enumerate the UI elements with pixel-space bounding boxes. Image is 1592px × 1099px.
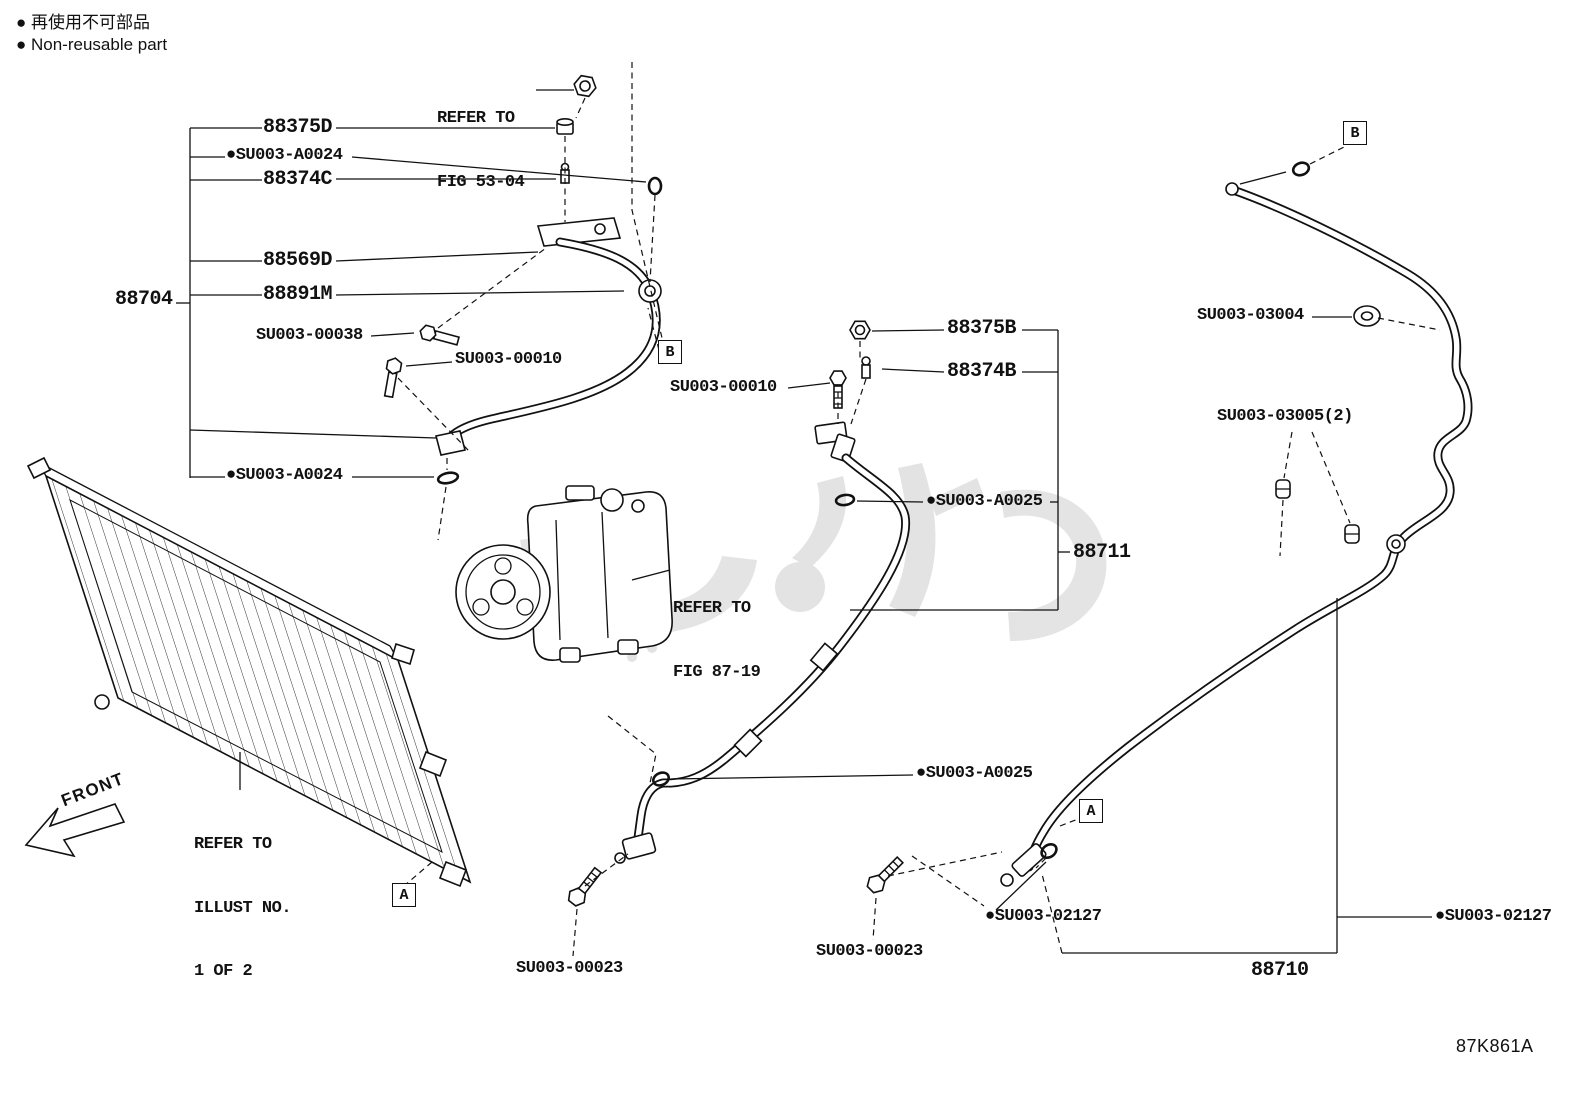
- fasteners: [383, 74, 1311, 907]
- label-88711: 88711: [1073, 541, 1131, 564]
- connector-box-A-1: A: [392, 883, 416, 907]
- label-88710: 88710: [1251, 959, 1309, 982]
- connector-box-A-2: A: [1079, 799, 1103, 823]
- discharge-hose-assembly: [614, 421, 911, 864]
- note-jp: ● 再使用不可部品: [16, 13, 150, 32]
- label-88891M: 88891M: [263, 283, 333, 306]
- refer-line: FIG 87-19: [673, 662, 761, 682]
- label-su003-a0024-2: ●SU003-A0024: [226, 466, 343, 485]
- condenser: [26, 456, 472, 888]
- label-su003-a0024-1: ●SU003-A0024: [226, 146, 343, 165]
- label-88569D: 88569D: [263, 249, 333, 272]
- label-su003-02127-1: ●SU003-02127: [985, 907, 1102, 926]
- label-su003-a0025-2: ●SU003-A0025: [916, 764, 1033, 783]
- drawing-code: 87K861A: [1456, 1036, 1534, 1056]
- label-su003-03004: SU003-03004: [1197, 306, 1304, 325]
- refer-illust: REFER TO ILLUST NO. 1 OF 2: [194, 792, 292, 1024]
- label-su003-00023-2: SU003-00023: [816, 942, 923, 961]
- label-su003-00010-2: SU003-00010: [670, 378, 777, 397]
- label-88704: 88704: [115, 288, 173, 311]
- label-88375D: 88375D: [263, 116, 333, 139]
- refer-fig-87-19: REFER TO FIG 87-19: [673, 556, 761, 724]
- label-88375B: 88375B: [947, 317, 1017, 340]
- refer-fig-53-04: REFER TO FIG 53-04: [437, 66, 525, 234]
- label-su003-00038: SU003-00038: [256, 326, 363, 345]
- compressor: [455, 485, 673, 663]
- refer-line: REFER TO: [194, 834, 272, 854]
- label-su003-03005: SU003-03005(2): [1217, 407, 1353, 426]
- refer-line: REFER TO: [437, 108, 515, 128]
- label-su003-02127-2: ●SU003-02127: [1435, 907, 1552, 926]
- refer-line: ILLUST NO.: [194, 898, 292, 918]
- liquid-pipe-assembly: [1000, 171, 1473, 887]
- label-88374C: 88374C: [263, 168, 333, 191]
- connector-box-B-1: B: [1343, 121, 1367, 145]
- suction-hose-assembly: [435, 217, 662, 456]
- refer-line: FIG 53-04: [437, 172, 525, 192]
- leader-lines: [176, 89, 1432, 954]
- construction-lines: [397, 62, 1441, 957]
- note-en: ● Non-reusable part: [16, 35, 168, 54]
- front-arrow: [24, 803, 126, 858]
- refer-line: REFER TO: [673, 598, 751, 618]
- connector-box-B-2: B: [658, 340, 682, 364]
- label-su003-a0025-1: ●SU003-A0025: [926, 492, 1043, 511]
- label-su003-00023-1: SU003-00023: [516, 959, 623, 978]
- refer-line: 1 OF 2: [194, 962, 253, 982]
- label-88374B: 88374B: [947, 360, 1017, 383]
- label-su003-00010-1: SU003-00010: [455, 350, 562, 369]
